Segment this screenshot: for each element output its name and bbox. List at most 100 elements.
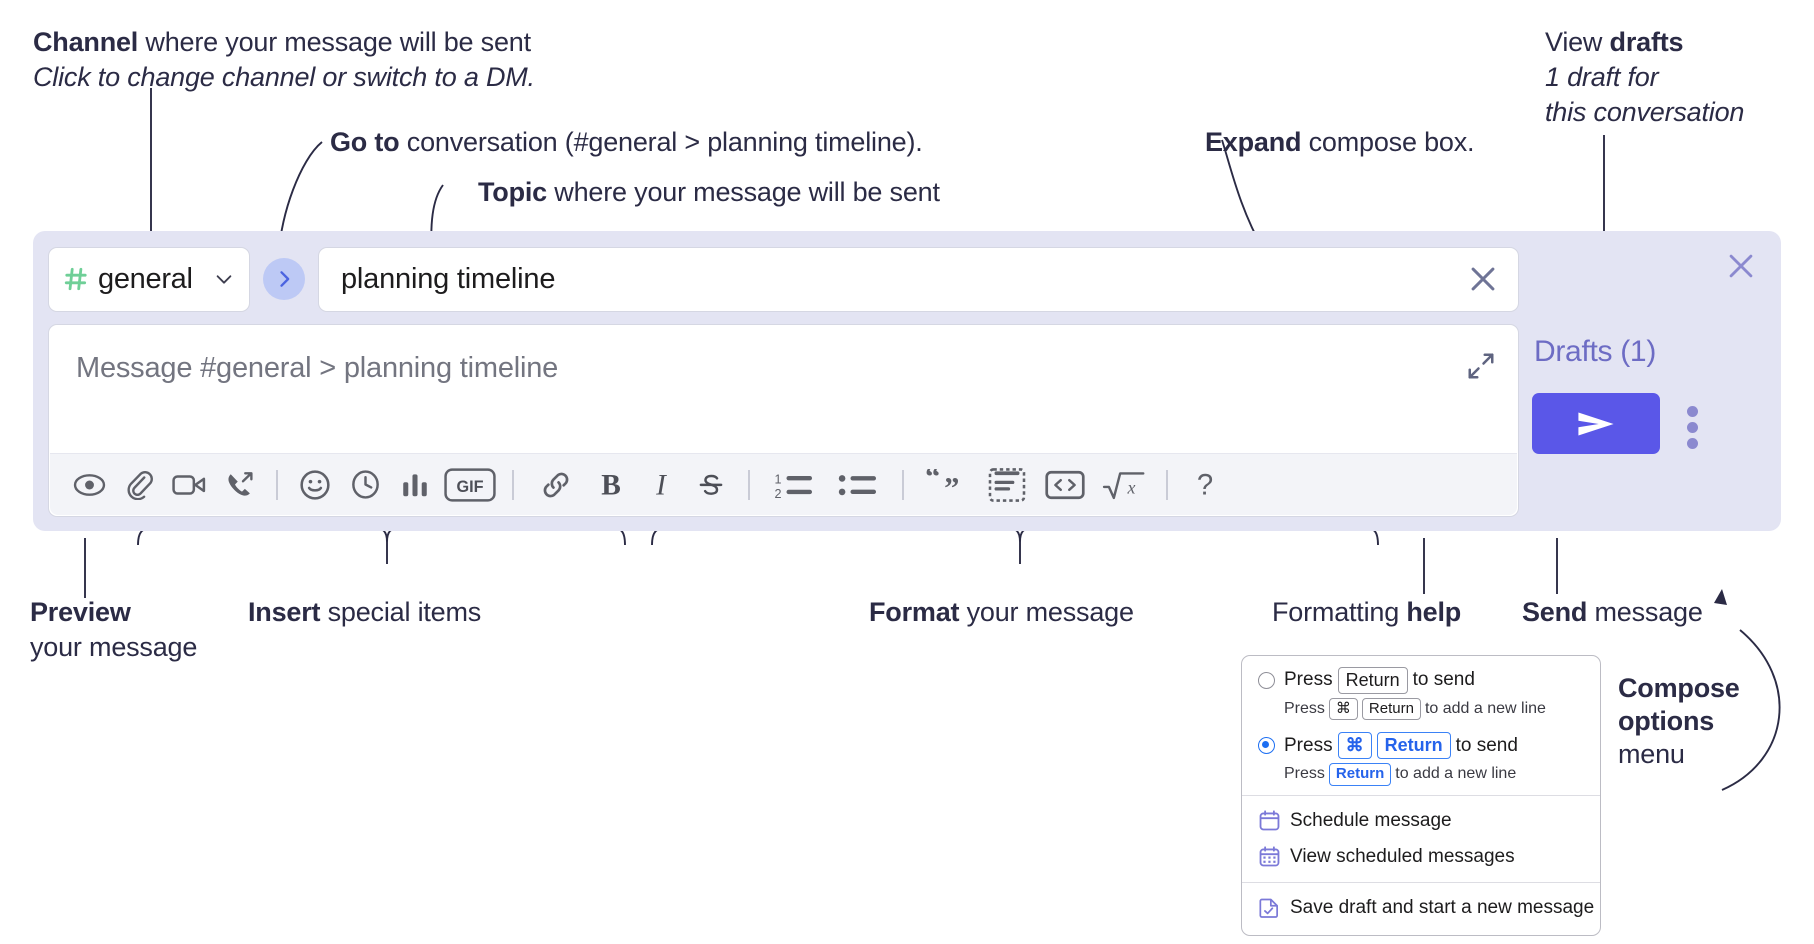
option2-sub-key: Return: [1328, 762, 1392, 786]
option2-key1: ⌘: [1337, 732, 1372, 759]
option-return-to-send[interactable]: Press Return to send: [1242, 667, 1600, 694]
code-block-icon[interactable]: [978, 463, 1036, 507]
latex-icon[interactable]: x: [1094, 463, 1154, 507]
toolbar-separator: [1166, 469, 1168, 500]
annotation-drafts-line2: 1 draft for: [1545, 62, 1659, 93]
annotation-topic: Topic where your message will be sent: [478, 175, 940, 210]
video-camera-icon[interactable]: [164, 463, 214, 507]
annotation-expand: Expand compose box.: [1205, 125, 1475, 160]
annotation-drafts-line3: this conversation: [1545, 97, 1745, 128]
expand-icon[interactable]: [1466, 351, 1496, 381]
annotation-channel: Channel where your message will be sent …: [33, 25, 535, 95]
annotation-insert-bold: Insert: [248, 597, 321, 627]
annotation-insert: Insert special items: [248, 595, 481, 630]
phone-forward-icon[interactable]: [214, 463, 264, 507]
svg-text:GIF: GIF: [456, 478, 483, 496]
menu-divider: [1242, 881, 1600, 883]
chevron-right-icon: [280, 271, 290, 287]
radio-return-to-send[interactable]: [1258, 671, 1275, 689]
ordered-list-icon[interactable]: 1 2: [762, 463, 826, 507]
drafts-link[interactable]: Drafts (1): [1534, 335, 1657, 368]
italic-icon[interactable]: I: [636, 463, 686, 507]
option1-subtext: Press ⌘ Return to add a new line: [1242, 694, 1600, 721]
message-input-box[interactable]: Message #general > planning timeline: [48, 324, 1519, 517]
annotation-expand-rest: compose box.: [1301, 127, 1475, 157]
radio-cmd-return-to-send[interactable]: [1258, 737, 1275, 754]
svg-text:B: B: [601, 469, 621, 501]
annotation-preview: Preview your message: [30, 595, 197, 665]
toolbar-separator: [748, 469, 750, 500]
channel-picker[interactable]: general: [48, 246, 250, 312]
option1-key: Return: [1337, 667, 1408, 694]
annotation-send: Send message: [1522, 595, 1703, 630]
help-question-icon[interactable]: ?: [1180, 463, 1230, 507]
annotation-goto: Go to conversation (#general > planning …: [330, 125, 923, 160]
option-cmd-return-to-send[interactable]: Press ⌘ Return to send: [1242, 732, 1600, 759]
svg-text:”: ”: [944, 471, 959, 501]
annotation-send-rest: message: [1587, 597, 1703, 627]
annotation-preview-bold: Preview: [30, 597, 131, 627]
menu-item-view-scheduled[interactable]: View scheduled messages: [1242, 839, 1600, 875]
compose-header-row: general planning timeline: [48, 245, 1519, 313]
topic-value: planning timeline: [341, 262, 556, 295]
schedule-group: Schedule message View scheduled messages: [1242, 796, 1600, 882]
goto-conversation-button[interactable]: [263, 258, 305, 300]
menu-item-save-draft[interactable]: Save draft and start a new message: [1242, 890, 1600, 926]
annotation-format-rest: your message: [959, 597, 1134, 627]
annotation-drafts-pre: View: [1545, 27, 1610, 57]
preview-icon[interactable]: [64, 463, 114, 507]
annotation-help-pre: Formatting: [1272, 597, 1407, 627]
kebab-menu-icon[interactable]: [1687, 406, 1701, 449]
option2-sub-post: to add a new line: [1395, 765, 1517, 783]
option2-key2: Return: [1376, 732, 1451, 759]
annotation-expand-bold: Expand: [1205, 127, 1302, 157]
svg-text:x: x: [1126, 477, 1135, 497]
bold-icon[interactable]: B: [586, 463, 636, 507]
menu-item-save-draft-label: Save draft and start a new message: [1290, 896, 1595, 918]
option1-sub-key1: ⌘: [1328, 697, 1358, 721]
option2-sub-pre: Press: [1284, 765, 1325, 783]
formatting-toolbar: GIF B: [50, 453, 1517, 515]
option1-post: to send: [1412, 669, 1475, 691]
send-shortcut-options: Press Return to send Press ⌘ Return to a…: [1242, 656, 1600, 795]
draft-group: Save draft and start a new message: [1242, 883, 1600, 935]
annotation-send-bold: Send: [1522, 597, 1588, 627]
option1-sub-key2: Return: [1361, 697, 1421, 721]
option2-subtext: Press Return to add a new line: [1242, 759, 1600, 786]
annotation-help-bold: help: [1406, 597, 1462, 627]
annotation-channel-bold: Channel: [33, 27, 139, 57]
option2-pre: Press: [1284, 734, 1333, 756]
option1-sub-pre: Press: [1284, 699, 1325, 717]
annotation-topic-rest: where your message will be sent: [547, 177, 940, 207]
menu-item-schedule-message[interactable]: Schedule message: [1242, 803, 1600, 839]
compose-panel: general planning timeline: [33, 231, 1781, 531]
blockquote-icon[interactable]: “ ”: [916, 463, 978, 507]
annotation-format: Format your message: [869, 595, 1134, 630]
menu-item-schedule-message-label: Schedule message: [1290, 809, 1452, 831]
annotation-compose-options: Compose options menu: [1618, 672, 1740, 771]
emoji-icon[interactable]: [290, 463, 340, 507]
menu-divider: [1242, 794, 1600, 796]
code-inline-icon[interactable]: [1036, 463, 1094, 507]
annotation-goto-rest: conversation (#general > planning timeli…: [399, 127, 923, 157]
annotation-drafts: View drafts 1 draft for this conversatio…: [1545, 25, 1744, 130]
link-icon[interactable]: [526, 463, 586, 507]
gif-icon[interactable]: GIF: [440, 463, 500, 507]
close-icon[interactable]: [1724, 249, 1758, 283]
calendar-schedule-icon: [1259, 810, 1280, 831]
annotation-topic-bold: Topic: [478, 177, 547, 207]
send-button[interactable]: [1532, 393, 1660, 454]
save-draft-icon: [1259, 898, 1278, 918]
annotation-compose-options-line1: Compose: [1618, 673, 1740, 703]
annotation-goto-bold: Go to: [330, 127, 400, 157]
attachment-icon[interactable]: [114, 463, 164, 507]
clock-icon[interactable]: [340, 463, 390, 507]
strikethrough-icon[interactable]: [686, 463, 736, 507]
close-icon[interactable]: [1466, 262, 1500, 296]
menu-item-view-scheduled-label: View scheduled messages: [1290, 845, 1515, 867]
chevron-down-icon: [216, 275, 232, 284]
poll-bars-icon[interactable]: [390, 463, 440, 507]
topic-field[interactable]: planning timeline: [318, 246, 1519, 312]
svg-text:I: I: [655, 469, 667, 501]
bulleted-list-icon[interactable]: [826, 463, 890, 507]
